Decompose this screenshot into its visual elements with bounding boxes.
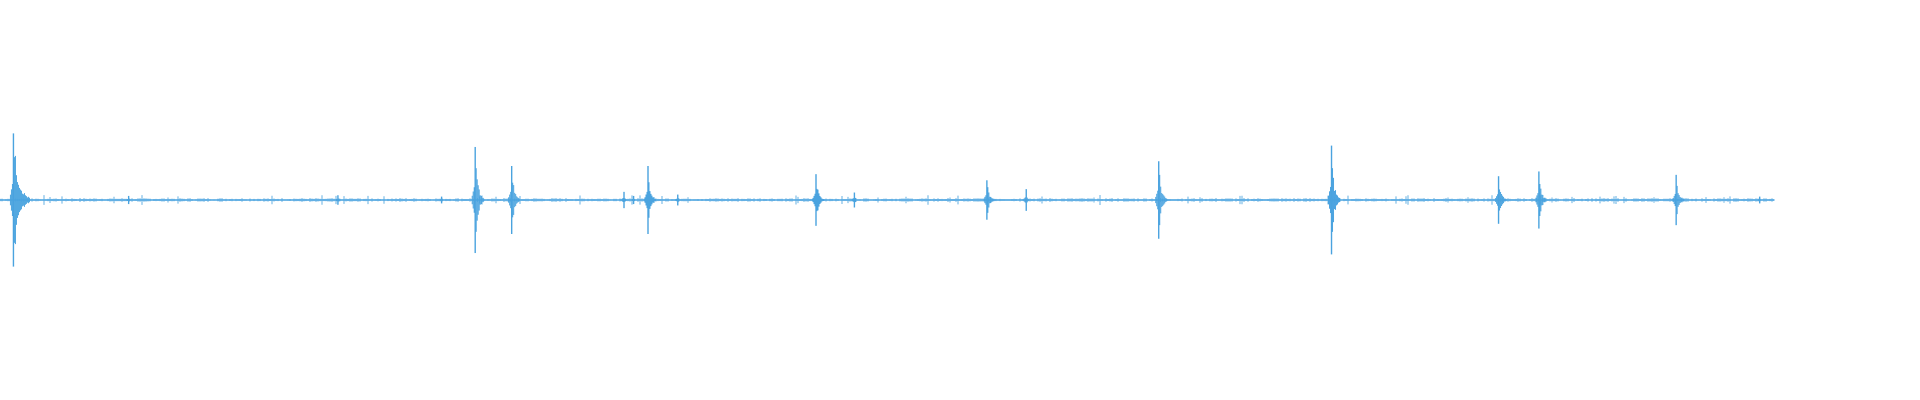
- waveform-minor-peak: [850, 192, 858, 208]
- waveform-peak: [9, 133, 30, 267]
- waveform-peak: [1672, 174, 1685, 226]
- waveform-peak: [983, 180, 996, 220]
- waveform-peak: [471, 146, 484, 254]
- waveform-minor-peak: [125, 195, 133, 205]
- waveform-minor-peak: [1756, 196, 1764, 204]
- waveform-peak: [508, 166, 521, 234]
- waveform-peak: [1155, 161, 1168, 239]
- waveform-peak: [1495, 176, 1508, 224]
- waveform-peak: [1535, 171, 1548, 229]
- waveform-peak: [812, 174, 825, 226]
- waveform-minor-peak: [674, 194, 682, 206]
- waveform-minor-peak: [334, 195, 342, 205]
- waveform-minor-peak: [1022, 189, 1030, 211]
- waveform-minor-peak: [620, 191, 628, 209]
- waveform-minor-peak: [438, 196, 446, 204]
- waveform-peak: [1328, 145, 1341, 255]
- waveform-peak: [644, 166, 657, 234]
- waveform-minor-peak: [630, 195, 638, 205]
